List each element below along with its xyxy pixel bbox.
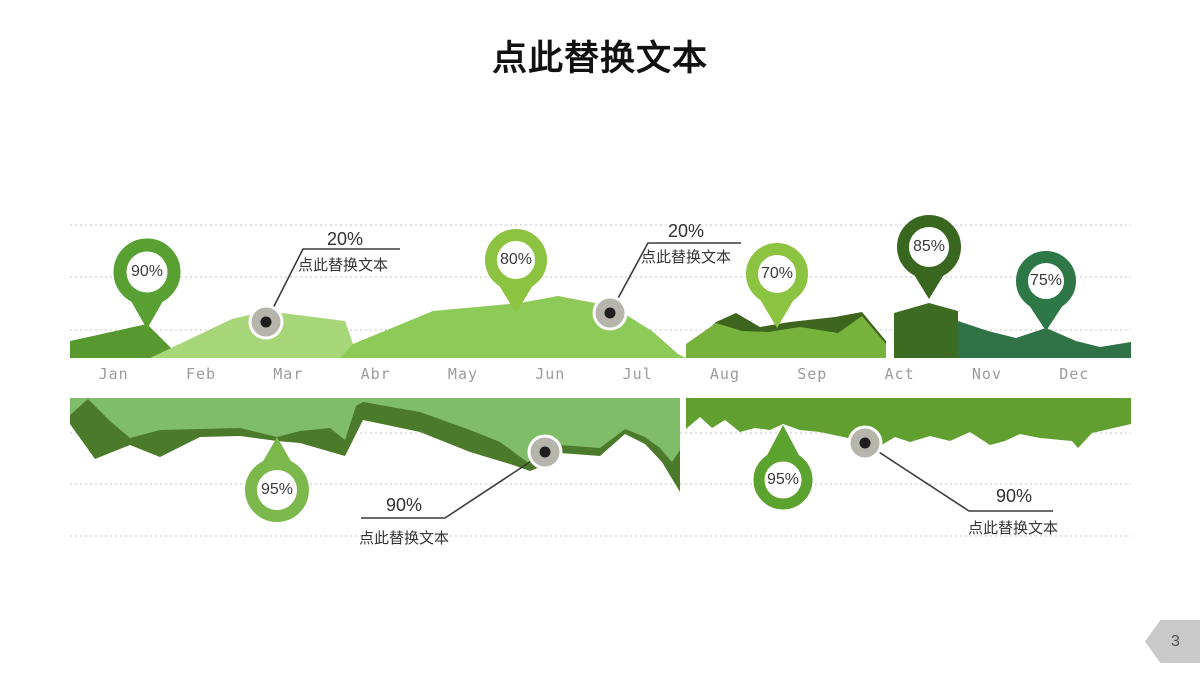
pin-tail <box>764 425 802 461</box>
area-nov-dec <box>958 321 1131 358</box>
pin-ring <box>245 458 309 522</box>
pin-tail <box>758 296 796 328</box>
map-pin-75-nov[interactable] <box>1016 251 1076 331</box>
callout-value[interactable]: 90% <box>385 495 423 515</box>
area-bottom-left-light <box>70 398 680 464</box>
callout-line-sep-bottom <box>864 442 1053 512</box>
pin-ring <box>113 238 181 306</box>
area-bottom-right-band <box>686 398 1131 448</box>
pin-value-label: 85% <box>912 238 946 255</box>
area-aug-sep-front <box>686 316 886 358</box>
callout-lines <box>265 242 1053 519</box>
month-label: Act <box>884 365 915 383</box>
point-marker-sep-bottom[interactable] <box>847 425 883 461</box>
month-label: Aug <box>709 365 740 383</box>
pin-ring <box>753 450 813 510</box>
pin-value-label: 70% <box>760 265 794 282</box>
month-label: Nov <box>971 365 1002 383</box>
month-label: Abr <box>360 365 391 383</box>
pin-value-label: 95% <box>766 471 800 488</box>
callout-line-jun-top <box>609 242 741 314</box>
callout-value[interactable]: 20% <box>326 229 364 249</box>
area-act-block <box>894 303 958 358</box>
map-pin-90-jan[interactable] <box>113 238 181 329</box>
area-feb-mar-pale <box>150 311 353 358</box>
month-label: Jul <box>622 365 653 383</box>
page-number: 3 <box>1171 633 1180 650</box>
point-marker-jun[interactable] <box>592 295 628 331</box>
callout-value[interactable]: 90% <box>995 486 1033 506</box>
marker-dot <box>539 446 551 458</box>
callout-line-mar-top <box>265 248 400 323</box>
map-pin-80-may[interactable] <box>485 229 547 313</box>
marker-dot <box>859 437 871 449</box>
month-label: Dec <box>1059 365 1090 383</box>
callout-line-jun-bottom <box>361 451 546 519</box>
slide-title[interactable]: 点此替换文本 <box>491 39 708 78</box>
pin-ring <box>1016 251 1076 311</box>
lower-area-series <box>70 398 1131 492</box>
map-pin-95-aug-bottom[interactable] <box>753 425 813 510</box>
month-label: Jun <box>535 365 566 383</box>
callout-value[interactable]: 20% <box>667 221 705 241</box>
pin-ring <box>746 243 808 305</box>
callout-placeholder-text[interactable]: 点此替换文本 <box>297 257 388 274</box>
month-label: Sep <box>797 365 828 383</box>
map-pin-70-aug[interactable] <box>746 243 808 328</box>
pin-value-label: 75% <box>1029 272 1063 289</box>
pin-ring <box>485 229 547 291</box>
map-pin-95-mar-bottom[interactable] <box>245 437 309 522</box>
callout-placeholder-text[interactable]: 点此替换文本 <box>967 520 1058 537</box>
pin-tail <box>497 282 535 313</box>
marker-dot <box>604 307 616 319</box>
pin-ring <box>897 215 961 279</box>
gray-point-markers[interactable] <box>248 295 883 470</box>
map-pin-85-act[interactable] <box>897 215 961 299</box>
area-jan-dark <box>70 324 181 358</box>
pin-value-label: 80% <box>499 251 533 268</box>
callout-placeholder-text[interactable]: 点此替换文本 <box>358 530 449 547</box>
pin-value-label: 95% <box>260 481 294 498</box>
pin-value-label: 90% <box>130 263 164 280</box>
callout-placeholder-text[interactable]: 点此替换文本 <box>640 249 731 266</box>
month-label: May <box>447 365 479 383</box>
month-label: Feb <box>185 365 217 383</box>
month-label: Mar <box>273 365 304 383</box>
month-axis: Jan Feb Mar Abr May Jun Jul Aug Sep Act … <box>70 361 1118 387</box>
month-label: Jan <box>98 365 129 383</box>
point-marker-jun-bottom[interactable] <box>527 434 563 470</box>
point-marker-mar[interactable] <box>248 304 284 340</box>
marker-dot <box>260 316 272 328</box>
